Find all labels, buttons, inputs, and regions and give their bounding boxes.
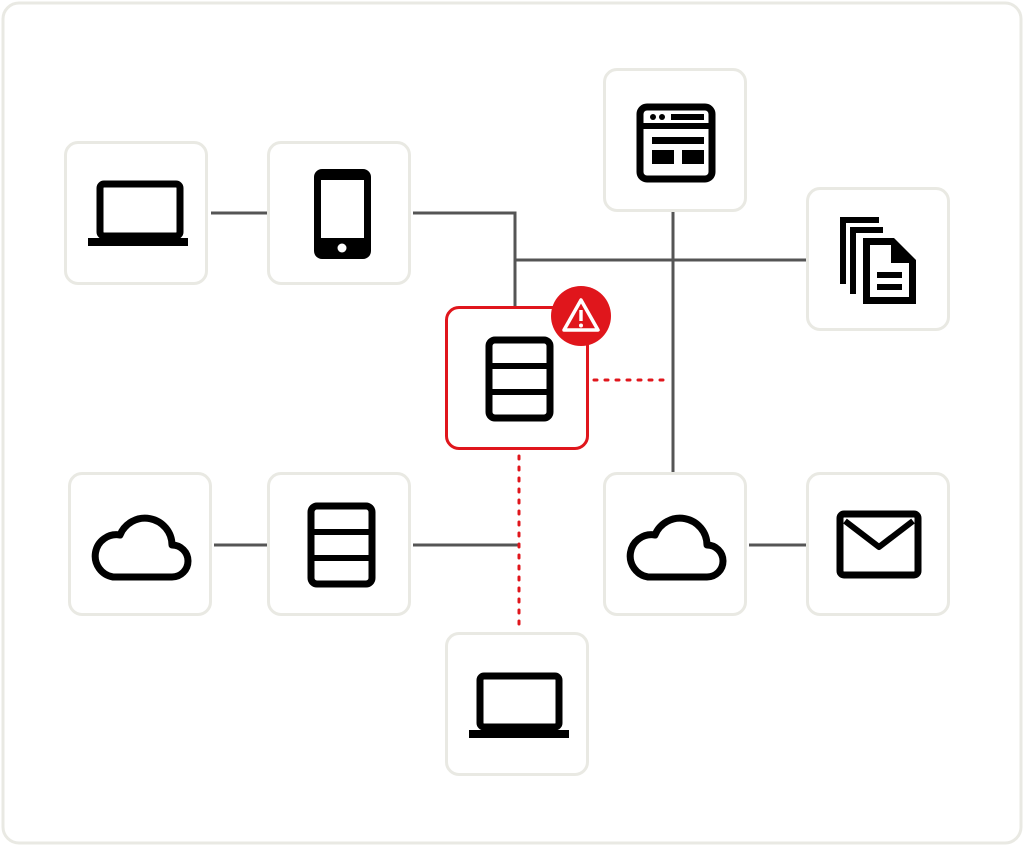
node-documents-1[interactable] [806,187,950,331]
warning-badge [551,286,611,346]
server-icon [485,336,554,422]
documents-icon [840,217,916,304]
node-browser-1[interactable] [603,68,747,212]
smartphone-icon [314,169,371,259]
cloud-icon [626,514,727,581]
warning-icon [562,298,600,332]
node-laptop-1[interactable] [64,141,208,285]
laptop-icon [469,672,569,738]
laptop-icon [88,180,188,246]
node-laptop-2[interactable] [445,632,589,776]
node-cloud-2[interactable] [603,472,747,616]
server-icon [307,502,376,588]
mail-icon [836,510,922,579]
browser-window-icon [636,103,716,183]
cloud-icon [91,514,192,581]
link-phone-server [413,211,517,306]
node-cloud-1[interactable] [68,472,212,616]
node-phone-1[interactable] [267,141,411,285]
node-server-2[interactable] [267,472,411,616]
node-mail-1[interactable] [806,472,950,616]
